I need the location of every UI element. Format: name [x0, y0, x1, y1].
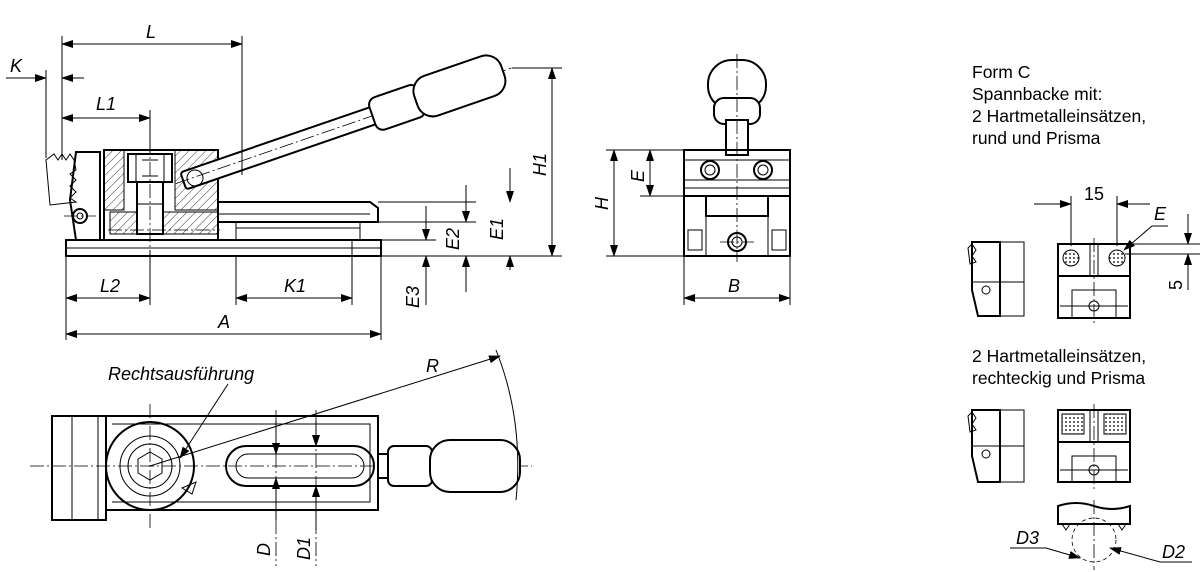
side-view-dimensions: L K L1 L2 K1 A E3 E2 [6, 22, 562, 340]
dim-H-label: H [592, 196, 612, 210]
form-c-line2: Spannbacke mit: [972, 84, 1102, 104]
form-c-variant2-line1: 2 Hartmetalleinsätzen, [972, 346, 1146, 366]
dim-H1-label: H1 [530, 153, 550, 176]
right-hand-version-label: Rechtsausführung [108, 364, 254, 384]
dim-D1-label: D1 [294, 537, 314, 560]
dim-A-label: A [217, 312, 230, 332]
form-c-detail-dimensions: 15 E 5 [1034, 184, 1200, 290]
dim-D2-label: D2 [1162, 542, 1185, 562]
dim-15-label: 15 [1084, 184, 1104, 204]
top-view: R Rechtsausführung D D1 [30, 349, 532, 566]
form-c-line4: rund und Prisma [972, 128, 1101, 148]
dim-E2-label: E2 [443, 228, 463, 250]
form-c-variant2-line2: rechteckig und Prisma [972, 368, 1145, 388]
dim-E1-label: E1 [487, 218, 507, 240]
form-c-prism-detail: D3 D2 [1010, 500, 1192, 570]
form-c-line3: 2 Hartmetalleinsätzen, [972, 106, 1146, 126]
form-c-title: Form C [972, 62, 1030, 82]
front-view [683, 54, 791, 262]
dim-L2-label: L2 [100, 276, 120, 296]
dim-K-label: K [10, 56, 23, 76]
dim-5-label: 5 [1166, 280, 1186, 290]
dim-B-label: B [728, 276, 740, 296]
form-c-rect-insert-front [1057, 404, 1131, 490]
form-c-round-insert-side [967, 241, 1025, 317]
form-c-round-insert-front [1057, 238, 1131, 324]
dim-L1-label: L1 [96, 94, 116, 114]
form-c-section: Form C Spannbacke mit: 2 Hartmetalleinsä… [967, 62, 1200, 570]
dim-D-label: D [254, 543, 274, 556]
front-view-dimensions: E H B [592, 149, 791, 305]
dim-R-label: R [426, 356, 439, 376]
dim-L-label: L [146, 22, 156, 42]
side-view [45, 54, 512, 257]
dim-K1-label: K1 [284, 276, 306, 296]
dim-detail-E-label: E [1154, 204, 1167, 224]
dim-D3-label: D3 [1016, 528, 1039, 548]
dim-E3-label: E3 [403, 286, 423, 308]
form-c-rect-insert-side [967, 409, 1025, 483]
dim-E-label: E [628, 169, 648, 182]
